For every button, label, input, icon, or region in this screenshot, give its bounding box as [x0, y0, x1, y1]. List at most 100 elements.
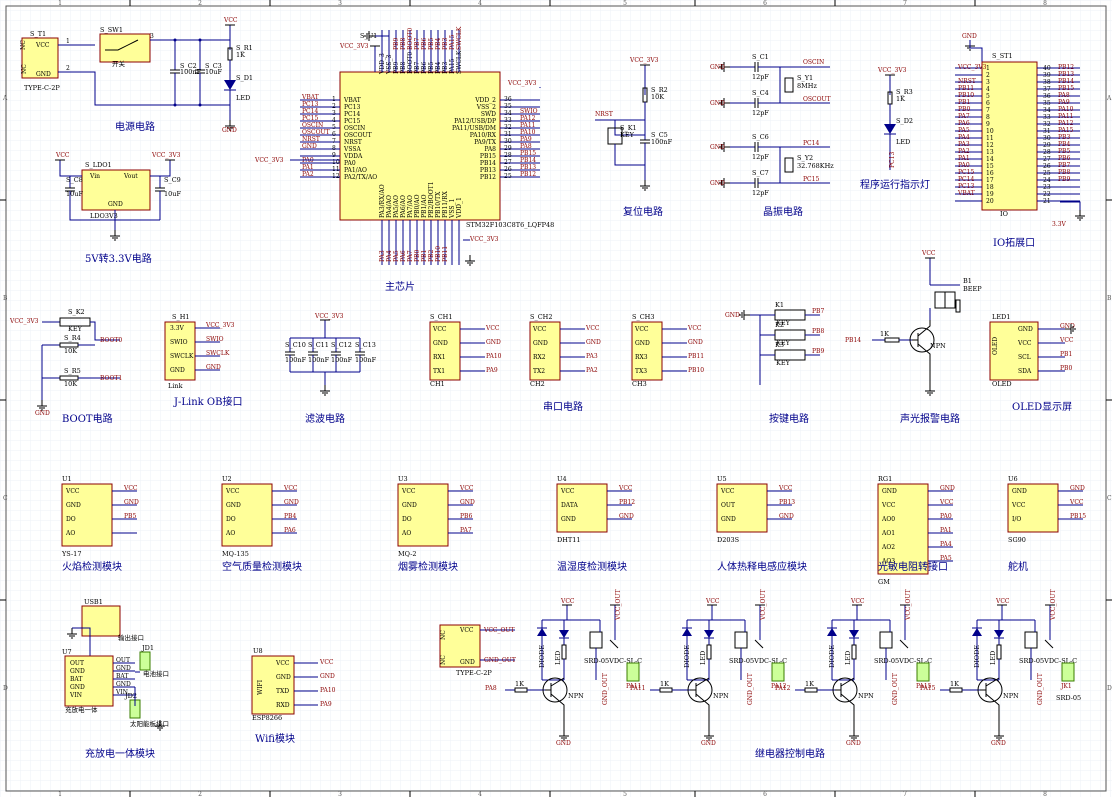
pin-num: 6 — [986, 100, 990, 107]
sensor-pin: VCC — [720, 488, 735, 495]
io-title: IO拓展口 — [993, 237, 1035, 249]
oled-title: OLED显示屏 — [1012, 401, 1072, 413]
net-label: VCC — [618, 485, 633, 492]
net-label: PC15 — [958, 169, 974, 176]
pin-label: GND — [108, 201, 123, 208]
frame-row-right: D — [1107, 685, 1112, 692]
c3-value: 10uF — [205, 68, 222, 76]
wire — [1060, 201, 1081, 210]
sensor-pin: VCC — [225, 488, 240, 495]
mcu-pin: PA9/TX — [474, 139, 497, 146]
net-label: PB9 — [393, 38, 400, 50]
net-label: SWIO — [520, 108, 538, 115]
c3-ref: S_C3 — [205, 62, 222, 70]
jk-net: PA12 — [771, 683, 787, 690]
net-label: PB12 — [520, 171, 536, 178]
pc14-net: PC14 — [803, 140, 819, 147]
pin-num: 36 — [1043, 93, 1051, 100]
net-label: VCC_3V3 — [957, 64, 987, 71]
mcu-pin: VDDA — [343, 153, 363, 160]
reset-title: 复位电路 — [623, 205, 663, 218]
pin-num: 37 — [1043, 86, 1051, 93]
key-net: PB9 — [812, 348, 824, 355]
vcc-out-net: VCC_OUT — [615, 590, 622, 622]
pin-num: 3 — [150, 33, 154, 40]
mcu-pin: VSSA — [343, 146, 361, 153]
serial-pin: RX3 — [635, 354, 648, 361]
mcu-pin: SWD — [481, 111, 496, 118]
r4-value: 10K — [64, 347, 77, 355]
pin-num: 8 — [332, 145, 336, 152]
sensor-pin: GND — [226, 502, 241, 509]
pin-label: GND — [460, 659, 475, 666]
led-label: LED — [989, 651, 997, 665]
pin-num: 35 — [1043, 100, 1051, 107]
pin-label: NC — [440, 630, 447, 640]
npn-value: NPN — [930, 342, 946, 350]
c5-value: 100nF — [651, 138, 673, 146]
y1-ref: S_Y1 — [797, 74, 813, 82]
net-label: PA11 — [1058, 113, 1073, 120]
net-label: PA3 — [379, 250, 386, 262]
net-label: PB14 — [520, 157, 536, 164]
relay-terminal — [771, 662, 785, 682]
pin-num: 12 — [986, 142, 994, 149]
cap-value: 100nF — [285, 356, 307, 364]
sensor-pin: OUT — [721, 502, 735, 509]
frame-row-left: B — [3, 295, 8, 302]
pin-num: 3 — [986, 79, 990, 86]
npn-transistor — [840, 693, 855, 730]
pin-num: 9 — [986, 121, 990, 128]
led-d1 — [224, 80, 236, 90]
net-label: PA10 — [520, 129, 536, 136]
mcu-pin: PC13 — [344, 104, 360, 111]
c5-ref: S_C5 — [651, 131, 668, 139]
vcc33-net: VCC_3V3 — [339, 43, 369, 50]
c9-value: 10uF — [164, 190, 181, 198]
part-label: CH1 — [430, 380, 445, 388]
charge-pin: OUT — [70, 660, 84, 667]
net-label: VCC — [1059, 337, 1074, 344]
vcc33-net: VCC_3V3 — [314, 313, 344, 320]
jd2-note: 太阳能板接口 — [130, 719, 169, 728]
net-label: PA2 — [586, 367, 598, 374]
net-label: PA9 — [320, 701, 332, 708]
net-label: VBAT — [957, 190, 975, 197]
npn-transistor — [550, 677, 565, 687]
frame-col-bottom: 8 — [1043, 791, 1047, 797]
frame-col-bottom: 2 — [198, 791, 202, 797]
relay-part: SRD-05VDC-SL-C — [1019, 657, 1077, 665]
cap-ref: S_C11 — [308, 341, 329, 349]
v33-net: 3.3V — [1052, 221, 1067, 228]
wifi-pin: RXD — [276, 702, 290, 709]
ref-label: S_H1 — [172, 313, 190, 321]
mcu-pin: VSS_2 — [476, 104, 496, 111]
led-d2 — [884, 124, 896, 134]
pin-num: 16 — [986, 170, 994, 177]
mcu-pin: PA7/AO — [407, 195, 414, 218]
pin-num: 2 — [66, 65, 70, 72]
sensor-pin: GND — [561, 516, 576, 523]
pin-num: 34 — [504, 110, 512, 117]
net-label: PB0 — [414, 250, 421, 262]
mcu-pin: PA3/RX/AO — [379, 184, 386, 218]
net-label: PA9 — [520, 136, 532, 143]
net-label: PB12 — [1058, 64, 1074, 71]
gnd-out-net: GND_OUT — [1037, 673, 1044, 705]
net-label: PA1 — [958, 155, 970, 162]
net-label: GND — [284, 499, 299, 506]
pin-num: 4 — [332, 117, 336, 124]
npn-transistor — [912, 333, 919, 347]
mcu-pin: PB13 — [480, 167, 496, 174]
junction — [198, 103, 202, 107]
net-label: PC13 — [958, 183, 974, 190]
vcc-net: VCC — [705, 598, 720, 605]
pc13-net: PC13 — [889, 152, 896, 168]
boot-title: BOOT电路 — [62, 412, 113, 425]
sensor-module — [221, 483, 273, 547]
pin-num: 40 — [1043, 65, 1051, 72]
net-label: PA12 — [1058, 120, 1074, 127]
net-label: GND — [124, 499, 139, 506]
k2-value: KEY — [68, 325, 83, 333]
